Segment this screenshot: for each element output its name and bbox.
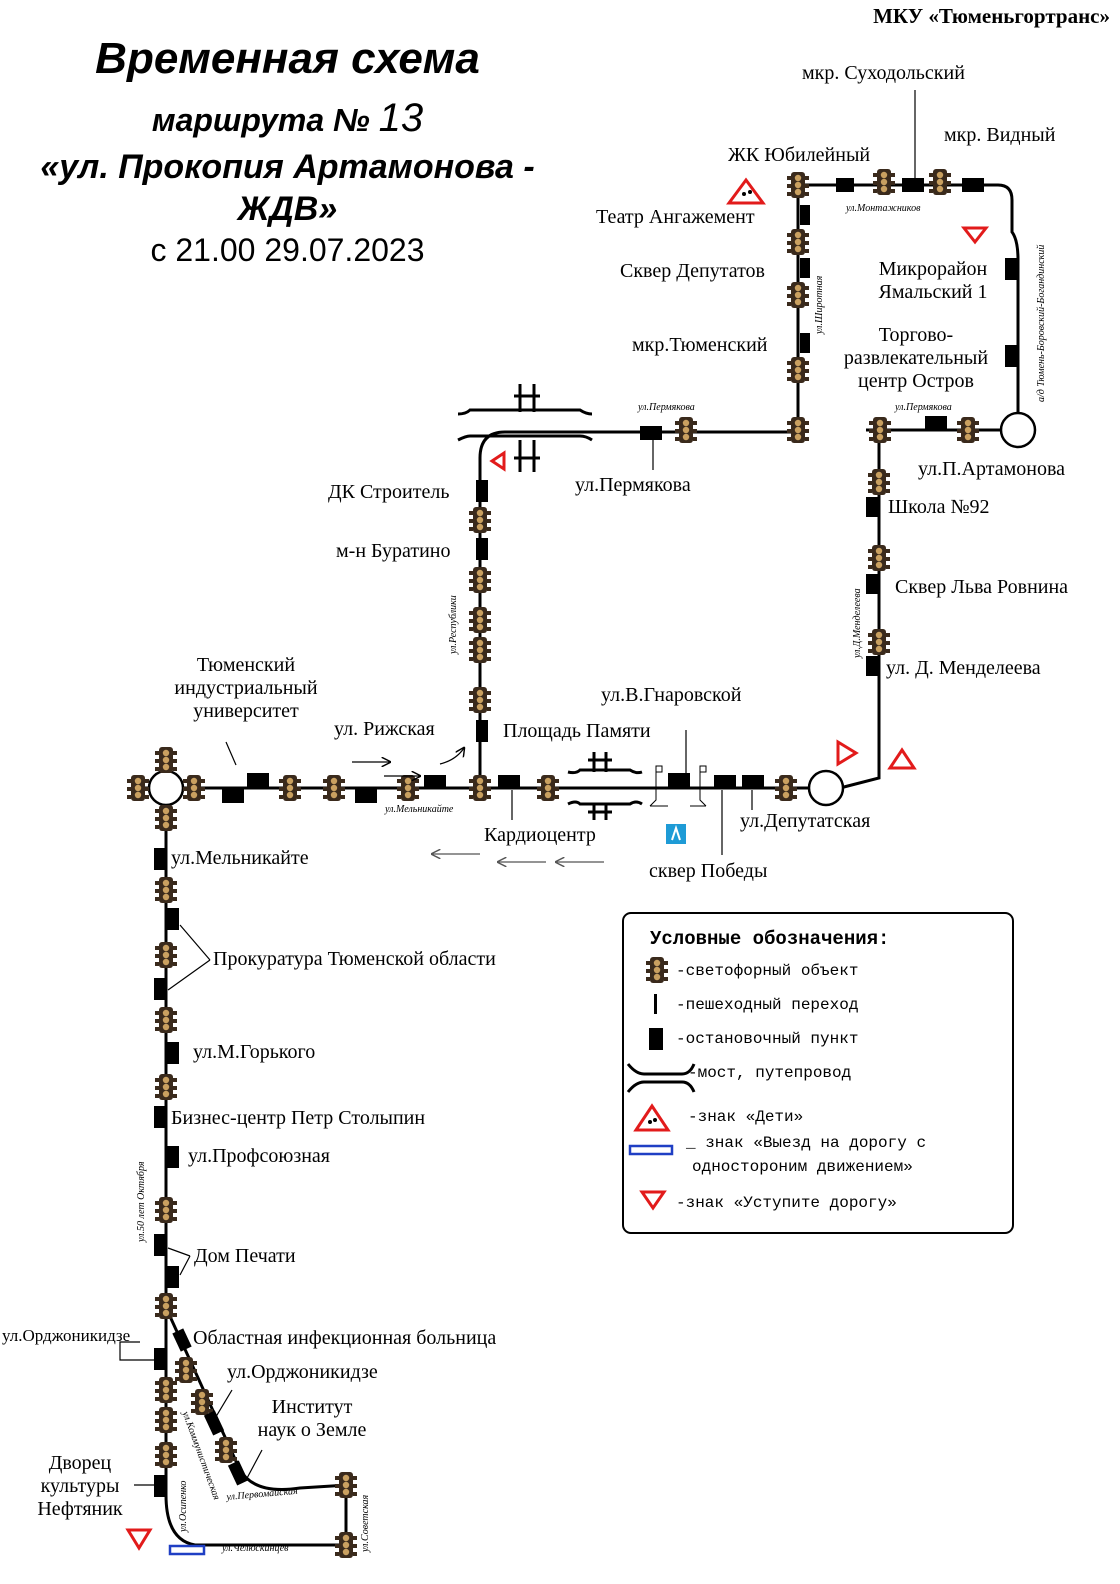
legend-title: Условные обозначения: — [650, 928, 890, 950]
organization-name: МКУ «Тюменьгортранс» — [873, 4, 1110, 28]
route-name: «ул. Прокопия Артамонова - ЖДВ» — [40, 148, 535, 228]
street-respubliki: ул.Республики — [448, 595, 459, 654]
street-50-let-oktyabrya: ул.50 лет Октября — [136, 1161, 147, 1242]
stop-stolypin: Бизнес-центр Петр Столыпин — [171, 1107, 426, 1129]
stop-angazhement: Театр Ангажемент — [596, 206, 755, 228]
stop-ordzhonikidze-left: ул.Орджоникидзе — [2, 1326, 131, 1345]
stop-permyakova: ул.Пермякова — [575, 474, 691, 496]
stop-skver-rovnina: Сквер Льва Ровнина — [895, 576, 1069, 598]
route-number-line: маршрута № 13 — [0, 96, 575, 141]
legend-children: -знак «Дети» — [688, 1108, 804, 1126]
legend-traffic-light: -светофорный объект — [676, 962, 859, 980]
legend-crossing: -пешеходный переход — [676, 996, 859, 1014]
legend-stop: -остановочный пункт — [676, 1030, 859, 1048]
stop-ploshchad-pamyati: Площадь Памяти — [503, 720, 651, 742]
stop-skver-pobedy: сквер Победы — [649, 860, 768, 882]
street-chelyuskincev: ул.Челюскинцев — [222, 1543, 289, 1554]
stop-dom-pechati: Дом Печати — [194, 1245, 296, 1267]
stop-tiu-line1: Тюменский — [196, 654, 296, 676]
route-number: 13 — [378, 96, 424, 140]
stop-profsoyuznaya: ул.Профсоюзная — [188, 1145, 331, 1167]
stop-gorkogo: ул.М.Горького — [193, 1041, 316, 1063]
stop-ordzhonikidze: ул.Орджоникидзе — [227, 1361, 378, 1383]
stop-dk-stroitel: ДК Строитель — [328, 481, 450, 503]
stop-institut-line1: Институт — [271, 1396, 353, 1418]
route-prefix: маршрута № — [151, 102, 370, 138]
stop-dvorec-line2: культуры — [40, 1475, 120, 1497]
legend: Условные обозначения: -светофорный объек… — [622, 912, 1014, 1234]
street-permyakova-1: ул.Пермякова — [638, 402, 695, 413]
stop-yamalsky-line2: Ямальский 1 — [878, 281, 988, 303]
bridge-icon — [457, 384, 643, 820]
oneway-sign-icon — [168, 1544, 206, 1556]
stop-infekc: Областная инфекционная больница — [193, 1327, 497, 1349]
bus-stop-icon — [154, 178, 1017, 1497]
street-mendeleeva: ул.Д.Менделеева — [852, 588, 863, 658]
stop-mendeleeva: ул. Д. Менделеева — [886, 657, 1041, 679]
stop-buratino: м-н Буратино — [336, 540, 451, 562]
stop-dvorec-line3: Нефтяник — [37, 1498, 123, 1520]
roundabout-icon — [999, 411, 1037, 449]
stop-rizhskaya: ул. Рижская — [334, 718, 435, 740]
bus-stop-icon — [649, 1028, 663, 1050]
legend-oneway-line2: одностороним движением» — [692, 1158, 913, 1176]
crossing-icon — [654, 994, 657, 1014]
stop-dvorec-line1: Дворец — [48, 1452, 112, 1474]
page-title: Временная схема — [95, 34, 480, 83]
street-tyumen-borovsky: а/д Тюмень-Боровский-Богандинский — [1036, 244, 1047, 402]
oneway-sign-icon — [628, 1144, 674, 1156]
legend-oneway-line1: _ знак «Выезд на дорогу с — [686, 1134, 927, 1152]
stop-tiu-line2: индустриальный — [174, 677, 318, 699]
stop-ostrov-line2: развлекательный — [843, 347, 989, 369]
stop-vidny: мкр. Видный — [944, 124, 1056, 146]
stop-ostrov-line3: центр Остров — [857, 370, 974, 392]
yield-sign-icon — [639, 1190, 667, 1211]
stop-tyumensky: мкр.Тюменский — [632, 334, 768, 356]
stop-institut-line2: наук о Земле — [257, 1419, 367, 1441]
stop-suhodolsky: мкр. Суходольский — [802, 62, 965, 84]
stop-prokuratura: Прокуратура Тюменской области — [213, 948, 496, 970]
stop-skver-deputatov: Сквер Депутатов — [620, 260, 765, 282]
street-osipenko: ул.Осипенко — [178, 1480, 189, 1532]
street-permyakova-2: ул.Пермякова — [895, 402, 952, 413]
stop-gnarovskoy: ул.В.Гнаровской — [601, 684, 742, 706]
bridge-icon — [626, 1063, 696, 1093]
yield-sign-icon — [125, 226, 990, 1551]
street-shirotnaya: ул.Широтная — [814, 275, 825, 334]
stop-yamalsky-line1: Микрорайон — [878, 258, 988, 280]
legend-symbols — [626, 957, 696, 1211]
stop-yubileyny: ЖК Юбилейный — [728, 144, 871, 166]
stop-artamonova: ул.П.Артамонова — [918, 458, 1066, 480]
street-montazhnikov: ул.Монтажников — [846, 203, 921, 214]
stop-deputatskaya: ул.Депутатская — [740, 810, 871, 832]
stop-shkola92: Школа №92 — [888, 496, 990, 518]
traffic-light-icon — [646, 957, 668, 983]
stop-kardiocentr: Кардиоцентр — [484, 824, 596, 846]
children-sign-icon — [726, 177, 766, 205]
roundabout-icon — [807, 769, 845, 807]
street-melnikaite: ул.Мельникайте — [385, 804, 454, 815]
legend-yield: -знак «Уступите дорогу» — [676, 1194, 897, 1212]
valid-from: с 21.00 29.07.2023 — [150, 232, 425, 268]
children-sign-icon — [633, 1103, 671, 1132]
stop-melnikaite: ул.Мельникайте — [171, 847, 309, 869]
legend-bridge: -мост, путепровод — [688, 1064, 852, 1082]
monument-icon — [649, 765, 707, 844]
roundabout-icon — [147, 769, 185, 807]
stop-ostrov-line1: Торгово- — [878, 324, 954, 346]
stop-tiu-line3: университет — [193, 700, 299, 722]
street-sovetskaya: ул.Советская — [360, 1494, 371, 1552]
